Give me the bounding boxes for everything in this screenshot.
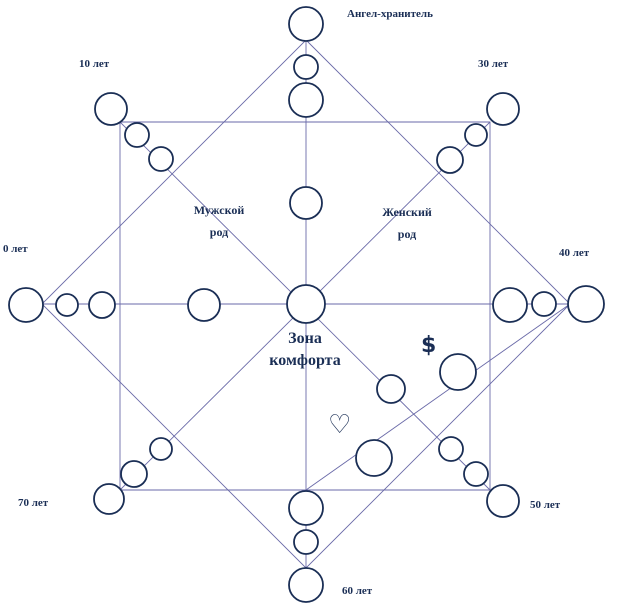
label-age-40: 40 лет xyxy=(559,247,590,259)
label-female-rod: род xyxy=(397,227,417,241)
circle-bl-2 xyxy=(120,460,148,488)
label-age-70: 70 лет xyxy=(18,497,49,509)
circle-left-2 xyxy=(55,293,79,317)
circle-age-0 xyxy=(8,287,44,323)
circle-left-3 xyxy=(88,291,116,319)
dollar-icon: $ xyxy=(421,333,437,358)
label-female-word: Женский xyxy=(382,205,432,219)
heart-icon: ♡ xyxy=(328,410,352,440)
label-male-line: Мужской род xyxy=(178,199,260,243)
label-angel: Ангел-хранитель xyxy=(347,8,433,20)
circle-bl-3 xyxy=(149,437,173,461)
label-male-word: Мужской xyxy=(193,203,245,217)
circle-age-30 xyxy=(486,92,520,126)
label-female-line: Женский род xyxy=(366,201,448,245)
circle-tr-3 xyxy=(436,146,464,174)
label-age-0: 0 лет xyxy=(3,243,28,255)
label-age-10: 10 лет xyxy=(79,58,110,70)
circle-money xyxy=(439,353,477,391)
label-male-rod: род xyxy=(209,225,229,239)
label-comfort-zone: Зона комфорта xyxy=(255,328,355,372)
circle-tr-2 xyxy=(464,123,488,147)
circle-tl-2 xyxy=(124,122,150,148)
circle-tl-3 xyxy=(148,146,174,172)
label-age-50: 50 лет xyxy=(530,499,561,511)
circle-top-3 xyxy=(288,82,324,118)
circle-left-inner xyxy=(187,288,221,322)
circle-love xyxy=(355,439,393,477)
circle-age-70 xyxy=(93,483,125,515)
circle-bottom-3 xyxy=(288,490,324,526)
label-comfort-word-1: Зона xyxy=(288,330,322,347)
circle-bottom-2 xyxy=(293,529,319,555)
label-comfort-word-2: комфорта xyxy=(269,352,341,369)
circle-right-3 xyxy=(492,287,528,323)
label-age-30: 30 лет xyxy=(478,58,509,70)
circle-center xyxy=(286,284,326,324)
circle-right-2 xyxy=(531,291,557,317)
circle-age-40 xyxy=(567,285,605,323)
circle-top-inner xyxy=(289,186,323,220)
circle-age-60 xyxy=(288,567,324,603)
circle-br-2 xyxy=(463,461,489,487)
circle-comfort-small xyxy=(376,374,406,404)
label-age-60: 60 лет xyxy=(342,585,373,597)
circle-br-3 xyxy=(438,436,464,462)
circle-top-2 xyxy=(293,54,319,80)
comfort-line xyxy=(305,303,571,491)
circle-age-50 xyxy=(486,484,520,518)
circle-angel xyxy=(288,6,324,42)
circle-age-10 xyxy=(94,92,128,126)
